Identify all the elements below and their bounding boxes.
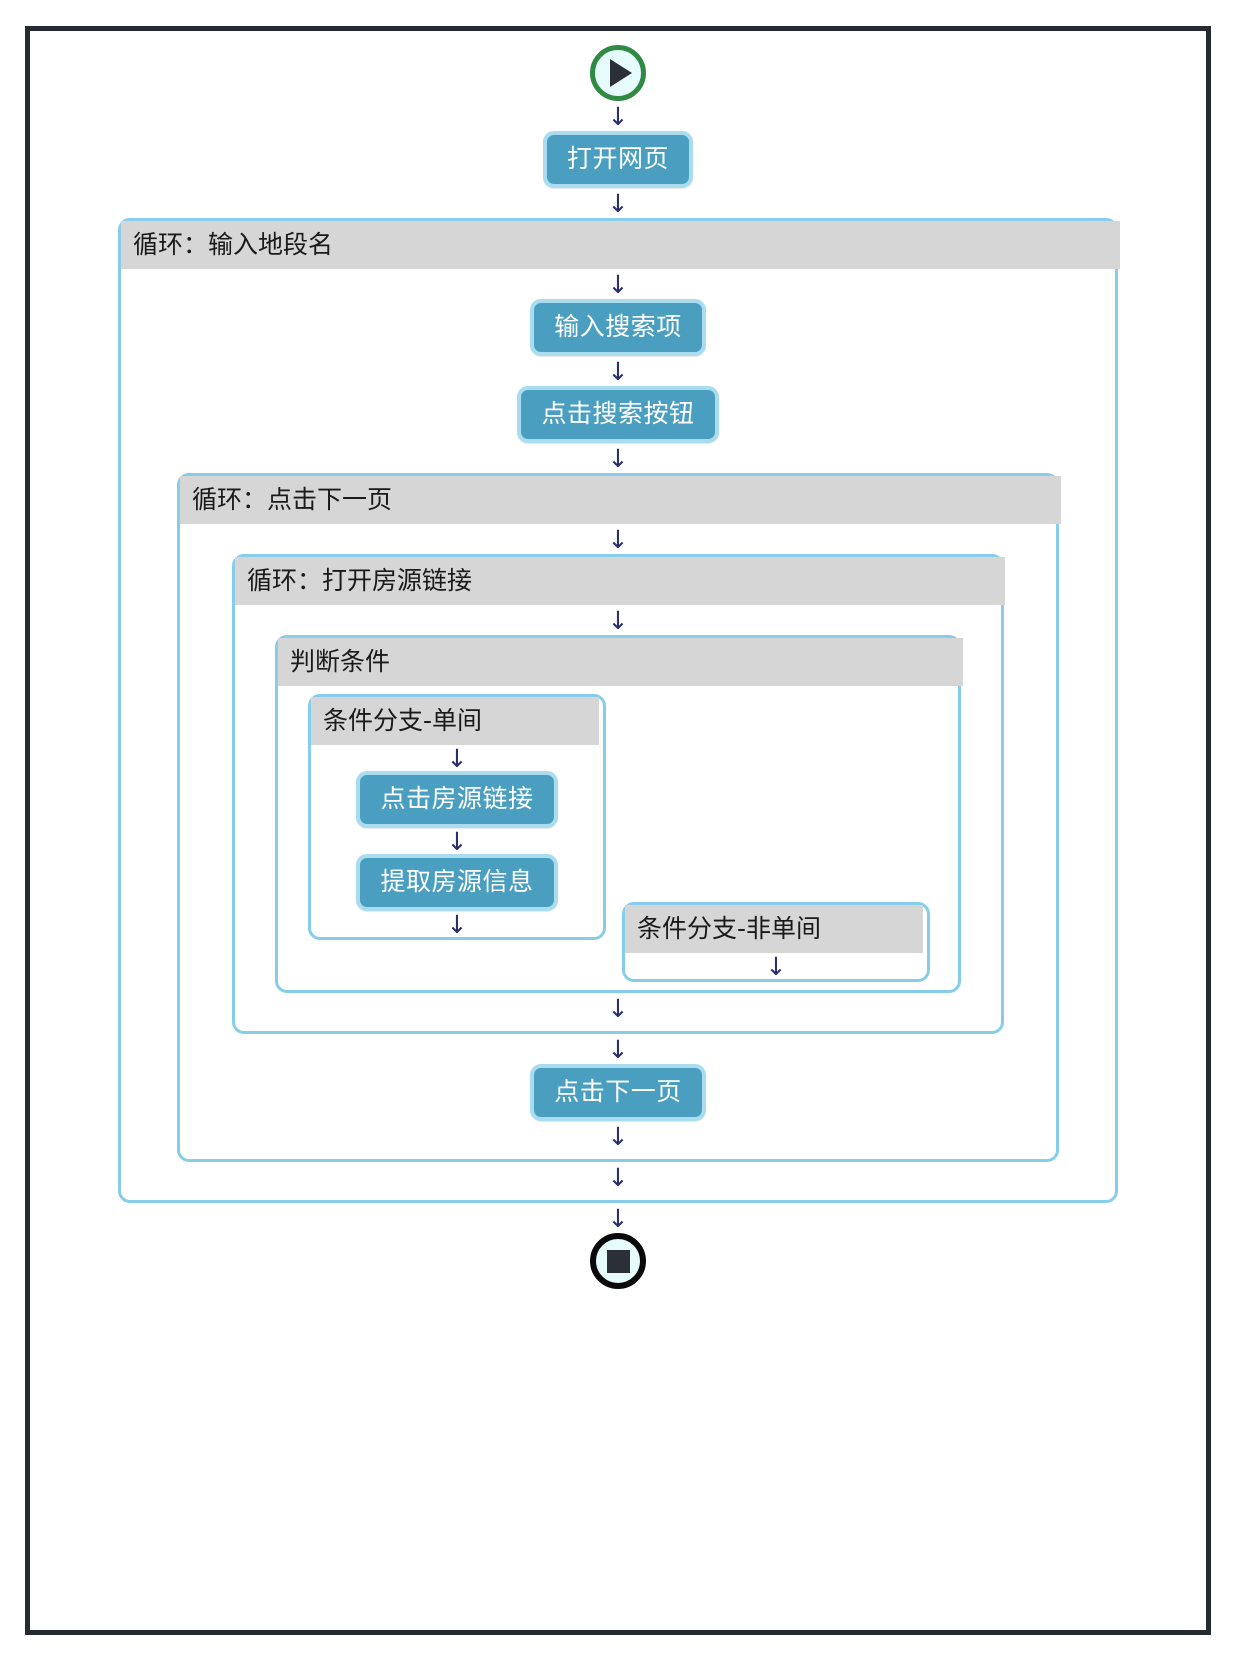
branch-header-non-single-room: 条件分支-非单间 (625, 905, 923, 953)
connector-arrow: ↓ (607, 188, 629, 218)
loop-header-input-district: 循环：输入地段名 (121, 221, 1120, 269)
connector-arrow: ↓ (446, 909, 468, 939)
loop-header-open-listing: 循环：打开房源链接 (235, 557, 1005, 605)
branch-block-single-room[interactable]: 条件分支-单间 ↓ 点击房源链接 ↓ 提取房源信息 ↓ (308, 694, 606, 940)
connector-arrow: ↓ (607, 101, 629, 131)
loop-block-open-listing[interactable]: 循环：打开房源链接 ↓ 判断条件 (232, 554, 1005, 1034)
condition-header: 判断条件 (278, 638, 963, 686)
diagram-frame: ↓ 打开网页 ↓ 循环：输入地段名 ↓ 输入搜索项 ↓ 点击搜索按钮 ↓ 循环：… (25, 26, 1211, 1635)
connector-arrow: ↓ (607, 1121, 629, 1151)
flowchart-root: ↓ 打开网页 ↓ 循环：输入地段名 ↓ 输入搜索项 ↓ 点击搜索按钮 ↓ 循环：… (30, 31, 1206, 1630)
node-extract-listing-info[interactable]: 提取房源信息 (356, 854, 558, 911)
stop-square-icon (606, 1249, 630, 1273)
loop-block-next-page[interactable]: 循环：点击下一页 ↓ 循环：打开房源链接 ↓ 判断条件 (177, 473, 1061, 1162)
connector-arrow: ↓ (607, 524, 629, 554)
connector-arrow: ↓ (765, 951, 787, 981)
condition-block[interactable]: 判断条件 条件分支-单间 ↓ 点击房源链接 (275, 635, 963, 993)
connector-arrow: ↓ (607, 269, 629, 299)
play-triangle-icon (610, 59, 632, 87)
node-click-search-button[interactable]: 点击搜索按钮 (517, 386, 719, 443)
connector-arrow: ↓ (607, 443, 629, 473)
branch-header-single-room: 条件分支-单间 (311, 697, 599, 745)
start-play-icon[interactable] (590, 45, 646, 101)
branch-body-single-room: ↓ 点击房源链接 ↓ 提取房源信息 ↓ (311, 745, 603, 937)
connector-arrow: ↓ (607, 993, 629, 1023)
node-open-page[interactable]: 打开网页 (542, 131, 693, 188)
loop-block-input-district[interactable]: 循环：输入地段名 ↓ 输入搜索项 ↓ 点击搜索按钮 ↓ 循环：点击下一页 ↓ (118, 218, 1120, 1203)
condition-branch-row: 条件分支-单间 ↓ 点击房源链接 ↓ 提取房源信息 ↓ (278, 686, 958, 990)
node-input-search-term[interactable]: 输入搜索项 (530, 299, 706, 356)
branch-body-non-single-room: ↓ (625, 953, 927, 979)
connector-arrow: ↓ (607, 1203, 629, 1233)
connector-arrow: ↓ (446, 826, 468, 856)
node-click-next-page[interactable]: 点击下一页 (530, 1064, 706, 1121)
loop-body-next-page: ↓ 循环：打开房源链接 ↓ 判断条件 (180, 524, 1056, 1159)
loop-body-open-listing: ↓ 判断条件 条件分支-单间 (235, 605, 1001, 1031)
connector-arrow: ↓ (446, 743, 468, 773)
connector-arrow: ↓ (607, 356, 629, 386)
connector-arrow: ↓ (607, 605, 629, 635)
node-click-listing-link[interactable]: 点击房源链接 (356, 771, 558, 828)
loop-body-input-district: ↓ 输入搜索项 ↓ 点击搜索按钮 ↓ 循环：点击下一页 ↓ 循环：打开房源链接 (121, 269, 1115, 1200)
end-stop-icon[interactable] (590, 1233, 646, 1289)
loop-header-next-page: 循环：点击下一页 (180, 476, 1061, 524)
branch-block-non-single-room[interactable]: 条件分支-非单间 ↓ (622, 902, 930, 982)
connector-arrow: ↓ (607, 1162, 629, 1192)
connector-arrow: ↓ (607, 1034, 629, 1064)
